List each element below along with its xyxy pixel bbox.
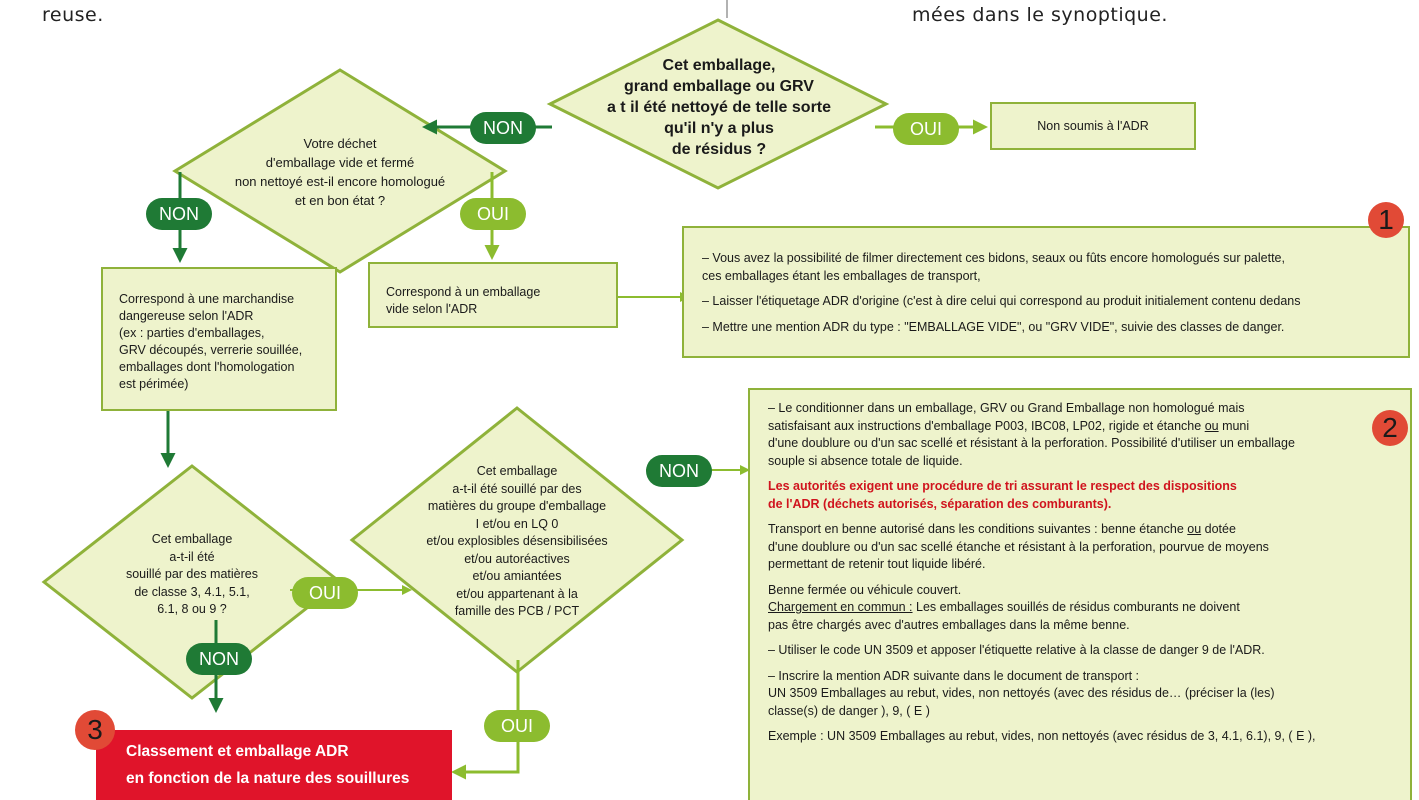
note2-p4: Benne fermée ou véhicule couvert.: [768, 582, 962, 597]
decision-groupe-text: Cet emballage a-t-il été souillé par des…: [426, 464, 608, 619]
result-classement-adr: Classement et emballage ADR en fonction …: [96, 730, 452, 800]
decision-classe-text: Cet emballage a-t-il été souillé par des…: [125, 532, 258, 617]
box-emballage-vide: Correspond à un emballage vide selon l'A…: [368, 262, 618, 328]
label-homologue-non: NON: [146, 198, 212, 230]
label-groupe-oui: OUI: [484, 710, 550, 742]
note2-warning: Les autorités exigent une procédure de t…: [768, 479, 1237, 511]
arrow-groupe-oui: [451, 660, 520, 780]
note2-p8: Exemple : UN 3509 Emballages au rebut, v…: [768, 729, 1316, 743]
label-top-oui: OUI: [893, 113, 959, 145]
box-non-soumis: Non soumis à l'ADR: [990, 102, 1196, 150]
note2-p5: Chargement en commun : Les emballages so…: [768, 600, 1240, 632]
note2-p7: – Inscrire la mention ADR suivante dans …: [768, 668, 1275, 718]
result3-line2: en fonction de la nature des souillures: [126, 770, 410, 787]
note2-p1: – Le conditionner dans un emballage, GRV…: [768, 401, 1295, 468]
decision-top-text: Cet emballage, grand emballage ou GRV a …: [606, 56, 832, 158]
label-classe-non: NON: [186, 643, 252, 675]
decision-homologue-text: Votre déchet d'emballage vide et fermé n…: [234, 136, 446, 208]
note1-line3: – Mettre une mention ADR du type : "EMBA…: [702, 319, 1285, 334]
header-fragment-left: reuse.: [42, 4, 104, 26]
note2-p6: – Utiliser le code UN 3509 et apposer l'…: [768, 643, 1265, 657]
note-1: – Vous avez la possibilité de filmer dir…: [682, 226, 1410, 358]
box-marchandise-dangereuse: Correspond à une marchandise dangereuse …: [101, 267, 337, 411]
label-top-non: NON: [470, 112, 536, 144]
decision-classe-diamond: [41, 464, 343, 700]
note-2: – Le conditionner dans un emballage, GRV…: [748, 388, 1412, 800]
badge-number-3: 3: [75, 710, 115, 750]
note1-line1: – Vous avez la possibilité de filmer dir…: [702, 251, 1285, 283]
label-classe-oui: OUI: [292, 577, 358, 609]
label-homologue-oui: OUI: [460, 198, 526, 230]
note1-line2: – Laisser l'étiquetage ADR d'origine (c'…: [702, 294, 1301, 308]
badge-number-1: 1: [1368, 202, 1404, 238]
result3-line1: Classement et emballage ADR: [126, 743, 349, 760]
header-fragment-right: mées dans le synoptique.: [912, 4, 1168, 26]
badge-number-2: 2: [1372, 410, 1408, 446]
label-groupe-non: NON: [646, 455, 712, 487]
note2-p3: Transport en benne autorisé dans les con…: [768, 522, 1269, 571]
decision-top-diamond: [546, 18, 890, 190]
